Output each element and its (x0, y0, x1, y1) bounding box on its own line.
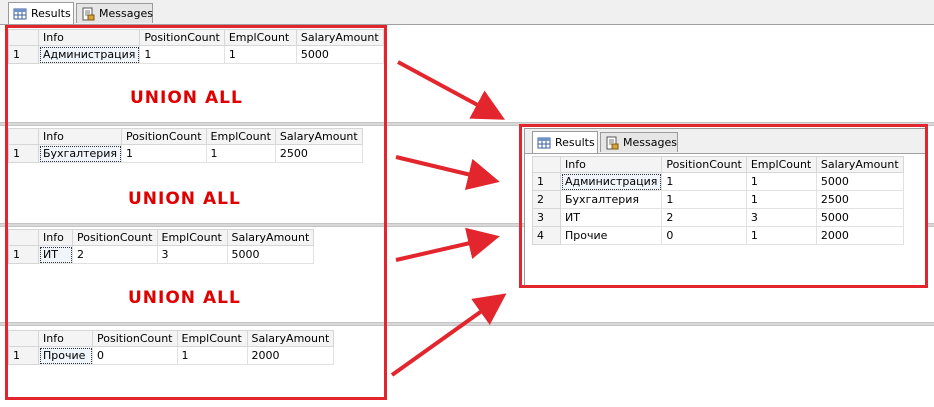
column-header[interactable]: PositionCount (72, 229, 158, 246)
grid-cell[interactable]: 1 (176, 346, 248, 365)
grid-cell[interactable]: 5000 (815, 172, 904, 191)
column-header[interactable]: Info (559, 156, 663, 173)
column-header[interactable]: SalaryAmount (274, 128, 363, 145)
column-header[interactable]: EmplCount (745, 156, 817, 173)
arrow (395, 227, 500, 262)
tab-results[interactable]: Results (8, 2, 74, 24)
tab-results[interactable]: Results (532, 131, 598, 153)
combined-result-grid[interactable]: Info PositionCount EmplCount SalaryAmoun… (532, 156, 904, 245)
grid-cell[interactable]: 5000 (295, 45, 384, 64)
grid-cell[interactable]: 2 (72, 245, 158, 264)
tab-messages[interactable]: Messages (600, 132, 678, 152)
grid-cell[interactable]: Прочие (559, 226, 663, 245)
grid-cell[interactable]: Администрация (37, 45, 141, 64)
row-number[interactable]: 1 (8, 245, 39, 264)
column-header[interactable]: PositionCount (139, 29, 225, 46)
grid-cell[interactable]: Бухгалтерия (37, 144, 123, 163)
grid-cell[interactable]: 1 (205, 144, 276, 163)
grid-cell[interactable]: 2000 (246, 346, 335, 365)
grid-icon (13, 8, 27, 19)
combined-results-window: Results Messages Info PositionCount Empl… (524, 128, 926, 286)
grid-cell[interactable]: 2500 (274, 144, 363, 163)
column-header[interactable]: EmplCount (205, 128, 276, 145)
column-header[interactable]: EmplCount (176, 330, 248, 347)
grid-cell[interactable]: 1 (745, 172, 817, 191)
tab-messages[interactable]: Messages (76, 3, 153, 23)
grid-cell[interactable]: Администрация (559, 172, 663, 191)
grid-cell[interactable]: Прочие (38, 346, 93, 365)
grid-cell[interactable]: 1 (223, 45, 297, 64)
table-row[interactable]: 1 Администрация 1 1 5000 (8, 45, 384, 64)
row-number[interactable]: 1 (8, 144, 39, 163)
tab-messages-label: Messages (99, 7, 153, 20)
grid-cell[interactable]: 0 (92, 346, 178, 365)
row-number[interactable]: 1 (532, 172, 561, 191)
grid-cell[interactable]: 1 (745, 226, 817, 245)
result-grid-4[interactable]: Info PositionCount EmplCount SalaryAmoun… (8, 330, 335, 365)
arrow (390, 293, 507, 377)
grid-cell[interactable]: 1 (139, 45, 225, 64)
grid-cell[interactable]: 1 (745, 190, 817, 209)
combined-tabbar: Results Messages (525, 129, 925, 154)
table-row[interactable]: 1 ИТ 2 3 5000 (8, 245, 315, 264)
corner-cell[interactable] (8, 229, 39, 246)
grid-header-row: Info PositionCount EmplCount SalaryAmoun… (8, 29, 384, 46)
pane-splitter[interactable] (0, 122, 934, 126)
result-grid-3[interactable]: Info PositionCount EmplCount SalaryAmoun… (8, 229, 315, 264)
column-header[interactable]: SalaryAmount (226, 229, 315, 246)
grid-icon (537, 137, 551, 148)
grid-header-row: Info PositionCount EmplCount SalaryAmoun… (8, 128, 363, 145)
tab-results-label: Results (555, 136, 595, 149)
result-grid-2[interactable]: Info PositionCount EmplCount SalaryAmoun… (8, 128, 363, 163)
messages-icon (606, 136, 619, 149)
messages-icon (82, 7, 95, 20)
grid-cell[interactable]: 3 (156, 245, 228, 264)
column-header[interactable]: EmplCount (223, 29, 297, 46)
arrow (395, 155, 500, 190)
grid-header-row: Info PositionCount EmplCount SalaryAmoun… (8, 330, 335, 347)
grid-cell[interactable]: 1 (661, 172, 747, 191)
row-number[interactable]: 3 (532, 208, 561, 227)
column-header[interactable]: Info (38, 229, 73, 246)
result-grid-1[interactable]: Info PositionCount EmplCount SalaryAmoun… (8, 29, 384, 64)
column-header[interactable]: SalaryAmount (815, 156, 904, 173)
grid-cell[interactable]: ИТ (38, 245, 73, 264)
grid-cell[interactable]: 1 (661, 190, 747, 209)
column-header[interactable]: PositionCount (92, 330, 178, 347)
column-header[interactable]: SalaryAmount (295, 29, 384, 46)
grid-cell[interactable]: 0 (661, 226, 747, 245)
results-tabbar: Results Messages (0, 0, 934, 25)
row-number[interactable]: 1 (8, 346, 39, 365)
table-row[interactable]: 1 Бухгалтерия 1 1 2500 (8, 144, 363, 163)
table-row[interactable]: 1 Прочие 0 1 2000 (8, 346, 335, 365)
tab-results-label: Results (31, 7, 71, 20)
grid-cell[interactable]: 2000 (815, 226, 904, 245)
table-row[interactable]: 4 Прочие 0 1 2000 (532, 226, 904, 245)
grid-cell[interactable]: 2 (661, 208, 747, 227)
column-header[interactable]: SalaryAmount (246, 330, 335, 347)
table-row[interactable]: 1 Администрация 1 1 5000 (532, 172, 904, 191)
union-all-label: UNION ALL (128, 189, 241, 209)
row-number[interactable]: 1 (8, 45, 39, 64)
column-header[interactable]: Info (37, 128, 123, 145)
table-row[interactable]: 2 Бухгалтерия 1 1 2500 (532, 190, 904, 209)
grid-cell[interactable]: 1 (121, 144, 207, 163)
column-header[interactable]: PositionCount (121, 128, 207, 145)
union-all-label: UNION ALL (130, 88, 243, 108)
grid-cell[interactable]: 5000 (226, 245, 315, 264)
union-all-label: UNION ALL (128, 288, 241, 308)
arrow (397, 60, 506, 120)
tab-messages-label: Messages (623, 136, 677, 149)
column-header[interactable]: Info (38, 330, 93, 347)
row-number[interactable]: 4 (532, 226, 561, 245)
pane-splitter[interactable] (0, 223, 934, 227)
